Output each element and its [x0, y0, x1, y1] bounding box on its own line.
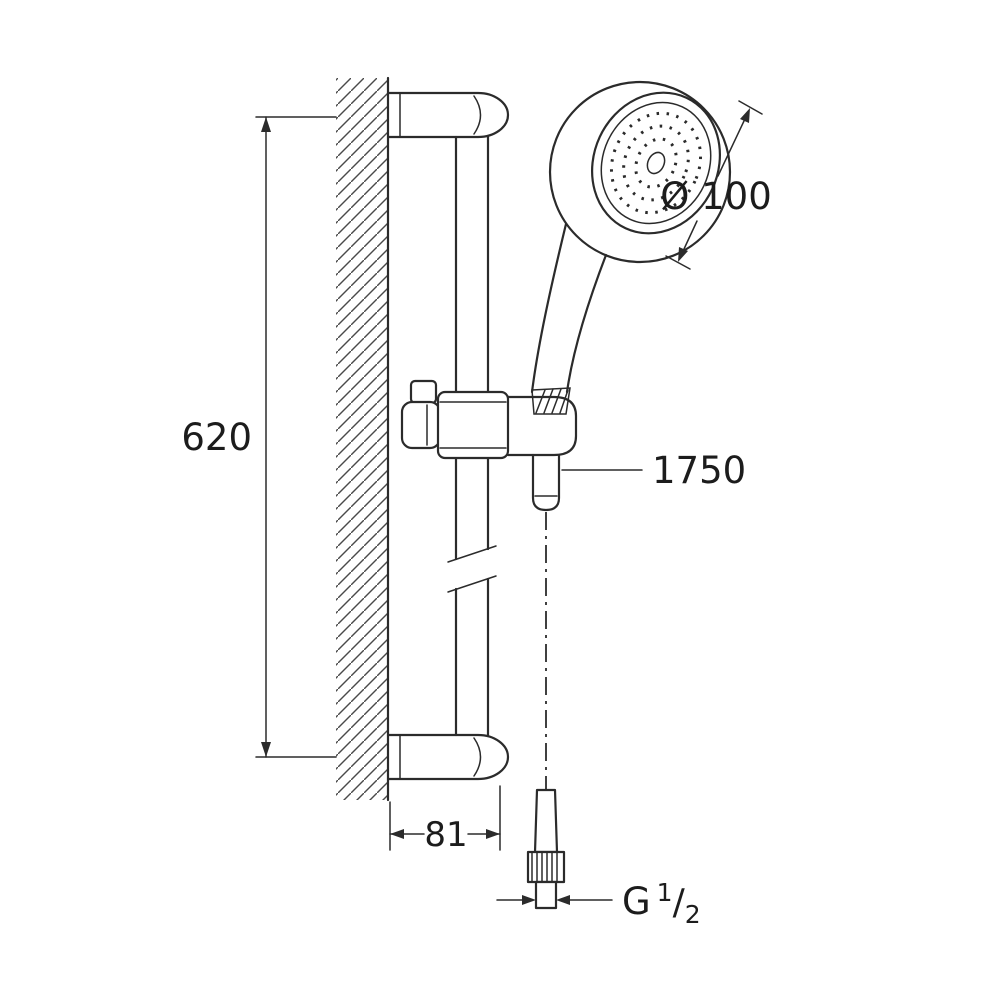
dim-1750: 1750: [561, 449, 746, 492]
thread-stub: [534, 880, 558, 910]
thread-denominator: 2: [685, 900, 701, 929]
handle-left-edge: [530, 222, 568, 394]
dim-wall-distance-label: 81: [424, 815, 467, 855]
slider-holder: [400, 379, 578, 460]
bottom-mount-bracket: [386, 733, 510, 781]
thread-slash: /: [673, 882, 686, 923]
knurled-nut: [526, 850, 566, 884]
dim-head-diameter-label: Ø 100: [660, 175, 772, 218]
shower-head-outline: [548, 80, 732, 264]
thread-letter: G: [622, 880, 651, 923]
dim-rail-length-label: 620: [181, 416, 252, 459]
knurl-hatch: [531, 852, 558, 882]
top-mount-bracket: [386, 91, 510, 139]
nozzle-ring-outer: [609, 111, 703, 215]
dim-81: 81: [389, 785, 501, 855]
rail-break-line: [447, 575, 497, 593]
thread-numerator: 1: [657, 878, 673, 907]
dim-hose-length-label: 1750: [652, 449, 746, 492]
hose-connector: [526, 788, 566, 910]
wall-section: [336, 76, 390, 802]
nozzle-ring-middle: [622, 124, 690, 202]
spray-face: [590, 91, 722, 235]
clamp-body: [436, 390, 510, 460]
adjust-knob: [400, 400, 442, 450]
hose-end: [533, 788, 559, 854]
handle-right-edge: [565, 253, 608, 394]
outlet-stub: [531, 453, 561, 512]
dim-620: 620: [181, 116, 337, 758]
grip-hatch: [531, 387, 571, 415]
dim-100: Ø 100: [660, 100, 772, 270]
rail-break-line: [447, 545, 497, 563]
slide-rail: [447, 135, 497, 737]
hand-shower: [530, 80, 732, 512]
nozzle-ring-inner: [634, 137, 678, 189]
wall-hatch: [336, 78, 388, 800]
holder-arm: [506, 395, 578, 457]
release-button: [409, 379, 438, 405]
face-center-cap: [646, 151, 666, 175]
